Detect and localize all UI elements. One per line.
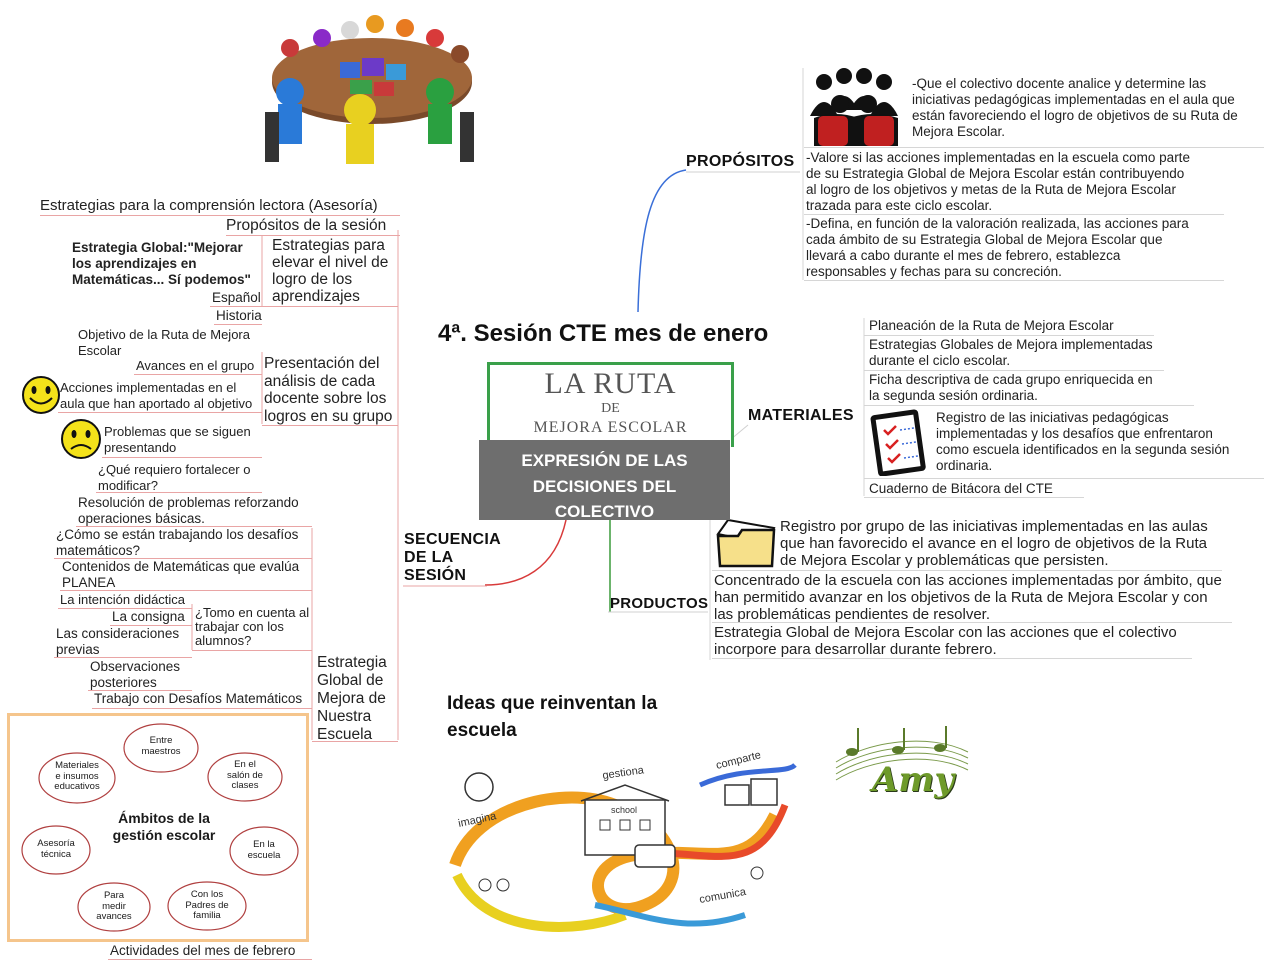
la-consigna: La consigna <box>112 609 185 625</box>
producto-2: Concentrado de la escuela con las accion… <box>714 572 1254 623</box>
espanol: Español <box>212 290 261 306</box>
logo-line3: MEJORA ESCOLAR <box>490 419 731 437</box>
ideas-illustration: imagina gestiona school comparte comunic… <box>445 745 805 937</box>
propositos-sesion: Propósitos de la sesión <box>226 217 386 235</box>
proposito-2: -Valore si las acciones implementadas en… <box>806 150 1236 214</box>
logo-line1: LA RUTA <box>490 367 731 401</box>
material-3: Ficha descriptiva de cada grupo enriquec… <box>869 372 1153 404</box>
banner-line: EXPRESIÓN DE LAS <box>479 448 730 474</box>
actividades-febrero: Actividades del mes de febrero <box>110 943 295 959</box>
word-comparte: comparte <box>715 749 762 772</box>
producto-1: Registro por grupo de las iniciativas im… <box>780 518 1260 569</box>
material-5: Cuaderno de Bitácora del CTE <box>869 481 1053 497</box>
banner-line: COLECTIVO <box>479 499 730 525</box>
banner-line: DECISIONES DEL <box>479 474 730 500</box>
trabajo-desafios: Trabajo con Desafíos Matemáticos <box>94 691 302 707</box>
page-title: 4ª. Sesión CTE mes de enero <box>438 320 768 348</box>
ruta-logo: LA RUTA DE MEJORA ESCOLAR <box>487 362 734 447</box>
materiales-label: MATERIALES <box>748 407 854 425</box>
word-comunica: comunica <box>698 886 747 906</box>
checklist-icon <box>868 408 932 476</box>
branch-propositos <box>638 170 686 312</box>
productos-label: PRODUCTOS <box>610 595 708 612</box>
proposito-3: -Defina, en función de la valoración rea… <box>806 216 1236 280</box>
propositos-label: PROPÓSITOS <box>686 153 795 171</box>
logo-line2: DE <box>490 401 731 417</box>
happy-face-icon <box>21 375 61 415</box>
intencion-didactica: La intención didáctica <box>60 592 185 608</box>
team-people-icon <box>806 66 906 148</box>
center-banner: EXPRESIÓN DE LAS DECISIONES DEL COLECTIV… <box>479 440 730 520</box>
worried-face-icon <box>60 418 102 460</box>
proposito-1: -Que el colectivo docente analice y dete… <box>912 76 1267 140</box>
historia: Historia <box>216 308 262 324</box>
material-1: Planeación de la Ruta de Mejora Escolar <box>869 318 1114 334</box>
amy-signature: Amy <box>828 722 970 812</box>
comprension-lectora: Estrategias para la comprensión lectora … <box>40 197 378 215</box>
avances-grupo: Avances en el grupo <box>136 358 254 374</box>
producto-3: Estrategia Global de Mejora Escolar con … <box>714 624 1254 658</box>
amy-text: Amy <box>872 760 954 800</box>
meeting-table-illustration <box>250 12 495 174</box>
word-gestiona: gestiona <box>602 764 646 782</box>
material-2: Estrategias Globales de Mejora implement… <box>869 337 1153 369</box>
word-school: school <box>611 805 637 815</box>
